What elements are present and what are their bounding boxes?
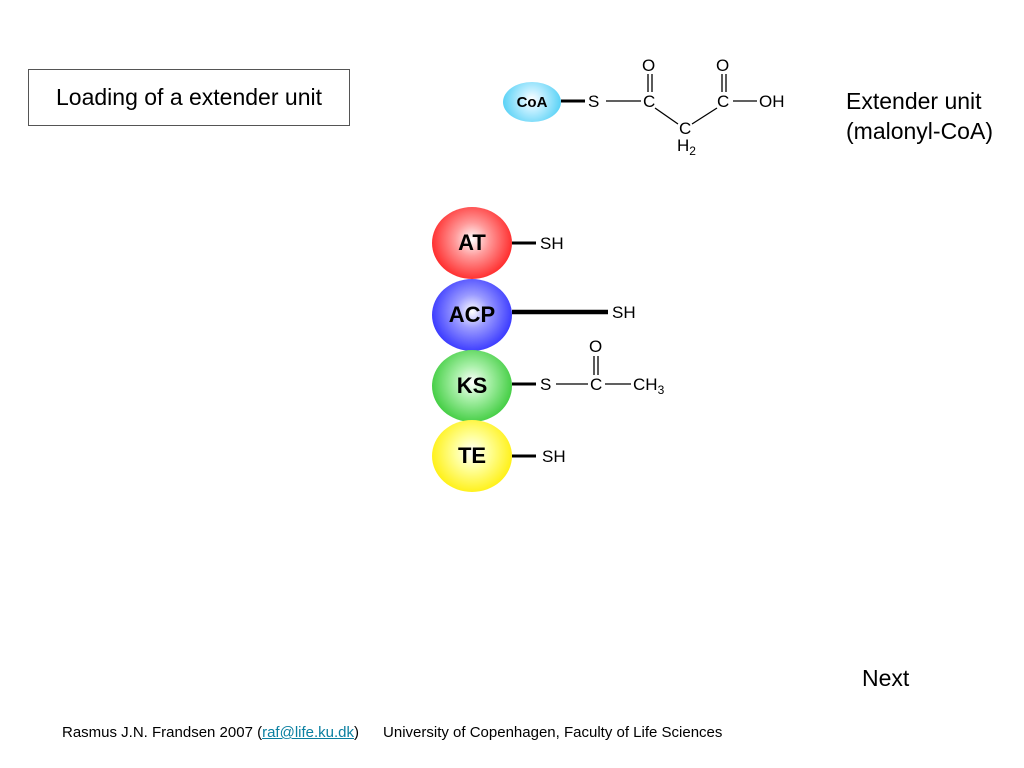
te-domain-label: TE: [457, 443, 487, 468]
footer: Rasmus J.N. Frandsen 2007 (raf@life.ku.d…: [62, 724, 722, 741]
c2-c3-bond: [691, 107, 718, 125]
malonyl-oh-group: OH: [759, 92, 785, 111]
ks-ch3-group: CH3: [633, 375, 664, 396]
slide-title-box: Loading of a extender unit: [28, 69, 350, 126]
at-domain-label: AT: [458, 230, 486, 255]
acp-domain-label: ACP: [448, 302, 496, 327]
ks-c-atom: C: [590, 375, 603, 394]
te-thiol: SH: [542, 447, 566, 466]
ks-domain-label: KS: [456, 373, 488, 398]
malonyl-o1-atom: O: [642, 56, 656, 75]
malonyl-s-atom: S: [588, 92, 600, 111]
footer-author: Rasmus J.N. Frandsen 2007 (: [62, 724, 263, 741]
malonyl-o2-atom: O: [716, 56, 730, 75]
ks-ch-atoms: CH: [633, 375, 658, 394]
slide-title: Loading of a extender unit: [56, 84, 322, 110]
at-thiol: SH: [540, 234, 564, 253]
ks-domain: KS: [432, 350, 512, 422]
malonyl-h2-group: H2: [677, 136, 696, 157]
malonyl-h2-subscript: 2: [689, 144, 696, 158]
footer-close-paren: ): [354, 724, 360, 741]
extender-unit-line2: (malonyl-CoA): [846, 118, 993, 144]
te-domain: TE: [432, 420, 512, 492]
extender-unit-label: Extender unit (malonyl-CoA): [846, 86, 993, 146]
acp-thiol: SH: [612, 303, 636, 322]
at-domain: AT: [432, 207, 512, 279]
coa-label: CoA: [516, 93, 548, 111]
acp-domain: ACP: [432, 279, 512, 351]
footer-email-link[interactable]: raf@life.ku.dk: [262, 724, 355, 741]
ks-o-atom: O: [589, 337, 603, 356]
next-button[interactable]: Next: [862, 665, 910, 691]
footer-institution: University of Copenhagen, Faculty of Lif…: [383, 724, 723, 741]
c1-c2-bond: [654, 107, 679, 125]
coa-oval: CoA: [503, 82, 561, 122]
malonyl-h-atom: H: [677, 136, 690, 155]
ks-s-atom: S: [540, 375, 552, 394]
malonyl-c1-atom: C: [643, 92, 656, 111]
malonyl-c3-atom: C: [717, 92, 730, 111]
extender-unit-line1: Extender unit: [846, 88, 982, 114]
ks-ch3-subscript: 3: [657, 383, 665, 397]
malonyl-c2-atom: C: [679, 119, 692, 138]
